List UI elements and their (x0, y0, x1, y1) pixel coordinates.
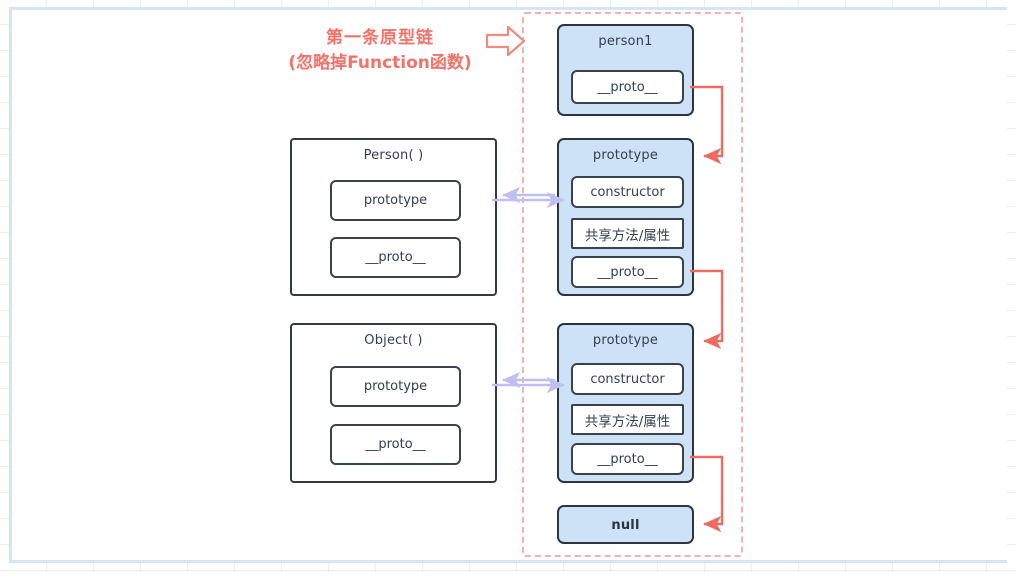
slot-person-prototype[interactable]: prototype (330, 180, 461, 221)
diagram-caption: 第一条原型链 (忽略掉Function函数) (248, 26, 512, 76)
slot-person-prototype-constructor[interactable]: constructor (571, 176, 684, 208)
caption-line-1: 第一条原型链 (326, 28, 434, 48)
node-object-constructor[interactable]: Object( ) prototype __proto__ (290, 323, 497, 483)
node-person-constructor[interactable]: Person( ) prototype __proto__ (290, 138, 497, 296)
slot-person-prototype-shared[interactable]: 共享方法/属性 (571, 218, 684, 249)
slot-person-prototype-proto[interactable]: __proto__ (571, 256, 684, 288)
caption-line-2: (忽略掉Function函数) (288, 53, 472, 73)
slot-object-ctor-proto[interactable]: __proto__ (330, 424, 461, 465)
node-person-constructor-title: Person( ) (363, 148, 424, 163)
slot-object-prototype-proto[interactable]: __proto__ (571, 443, 684, 475)
node-person-prototype[interactable]: prototype constructor 共享方法/属性 __proto__ (557, 138, 694, 296)
node-null-title: null (611, 518, 640, 533)
slot-object-prototype-constructor[interactable]: constructor (571, 363, 684, 395)
prototype-chain-group (522, 12, 743, 557)
node-person1-title: person1 (598, 34, 653, 49)
slot-person-ctor-proto[interactable]: __proto__ (330, 237, 461, 278)
node-null[interactable]: null (557, 505, 694, 544)
node-object-prototype-title: prototype (592, 333, 659, 348)
slot-object-prototype-shared[interactable]: 共享方法/属性 (571, 404, 684, 435)
slot-person1-proto[interactable]: __proto__ (571, 70, 684, 104)
node-person-prototype-title: prototype (592, 148, 659, 163)
node-object-prototype[interactable]: prototype constructor 共享方法/属性 __proto__ (557, 323, 694, 483)
node-object-constructor-title: Object( ) (364, 333, 423, 348)
canvas-sheet (9, 7, 1007, 563)
node-person1[interactable]: person1 __proto__ (557, 24, 694, 116)
slot-object-prototype[interactable]: prototype (330, 366, 461, 407)
